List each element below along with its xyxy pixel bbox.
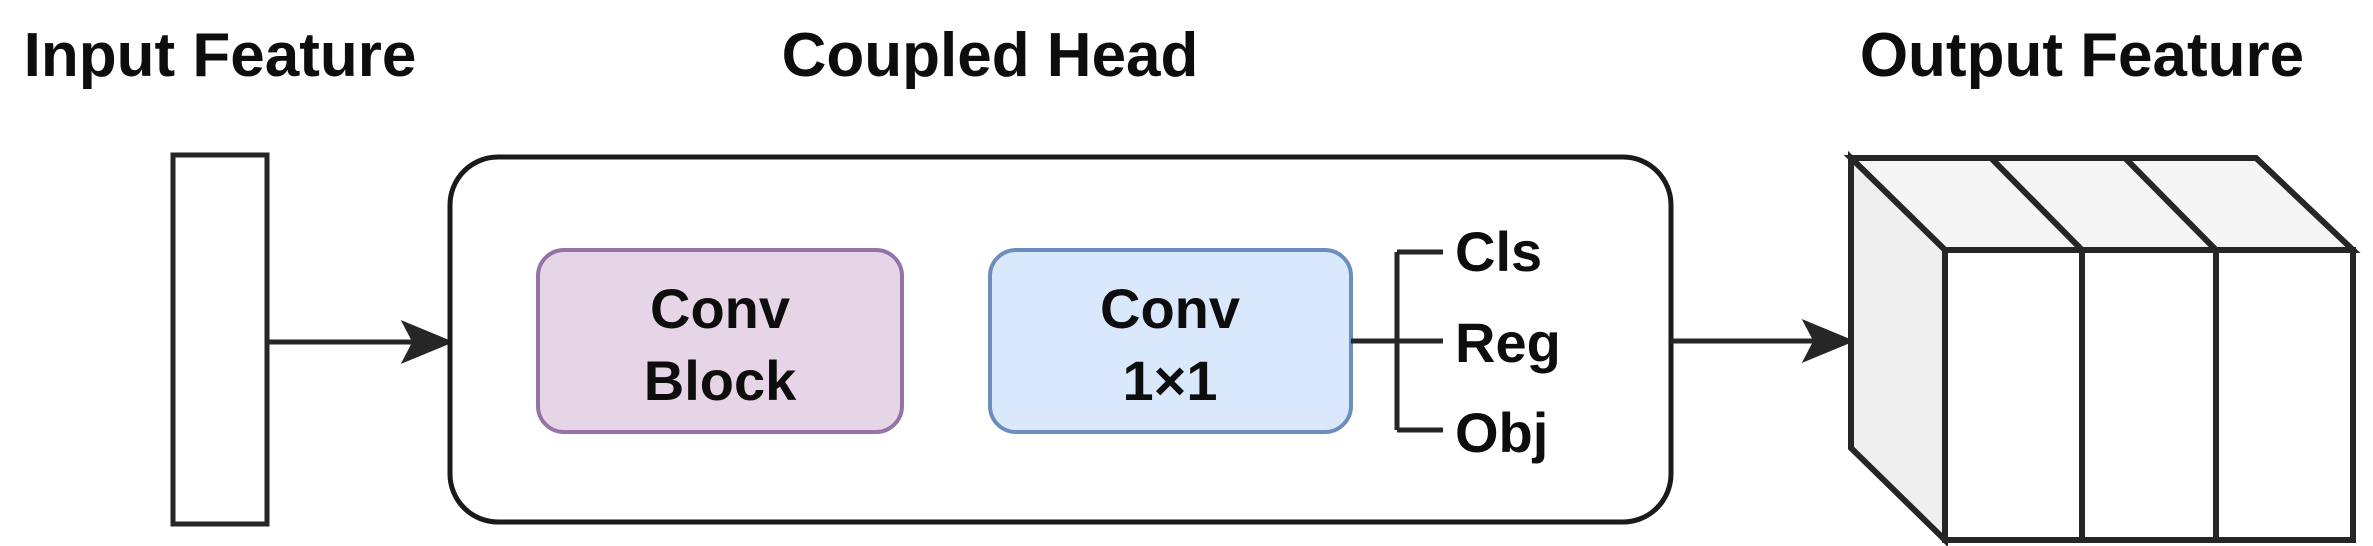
branch-label-reg: Reg	[1455, 311, 1561, 374]
conv-block-box	[536, 248, 904, 434]
conv-1x1-label-line2: 1×1	[1123, 349, 1218, 412]
input-feature-box	[170, 152, 270, 527]
arrow-head-to-output	[1671, 319, 1855, 363]
coupled-head-label: Coupled Head	[782, 21, 1199, 90]
branch-connector	[1351, 249, 1443, 433]
arrowhead-icon	[1801, 319, 1855, 363]
conv-1x1-label-line1: Conv	[1100, 277, 1240, 340]
cuboid-front-slab-1	[1942, 247, 2085, 543]
conv-block-label-line1: Conv	[650, 277, 790, 340]
cuboid-front-slab-3	[2213, 247, 2356, 543]
arrowhead-icon	[400, 320, 454, 364]
branch-label-obj: Obj	[1455, 401, 1548, 464]
cuboid-top-divider-1	[1988, 155, 2085, 253]
conv-block-node: Conv Block	[536, 248, 904, 434]
cuboid-front-slab-2	[2079, 247, 2219, 543]
conv-1x1-node: Conv 1×1	[988, 248, 1353, 434]
output-feature-cuboid	[1843, 150, 2361, 546]
branch-label-cls: Cls	[1455, 220, 1542, 283]
input-feature-label: Input Feature	[24, 21, 417, 90]
conv-block-label-line2: Block	[644, 349, 797, 412]
output-feature-label: Output Feature	[1860, 21, 2304, 90]
cuboid-top-divider-2	[2122, 155, 2219, 253]
arrow-input-to-head	[267, 320, 454, 364]
